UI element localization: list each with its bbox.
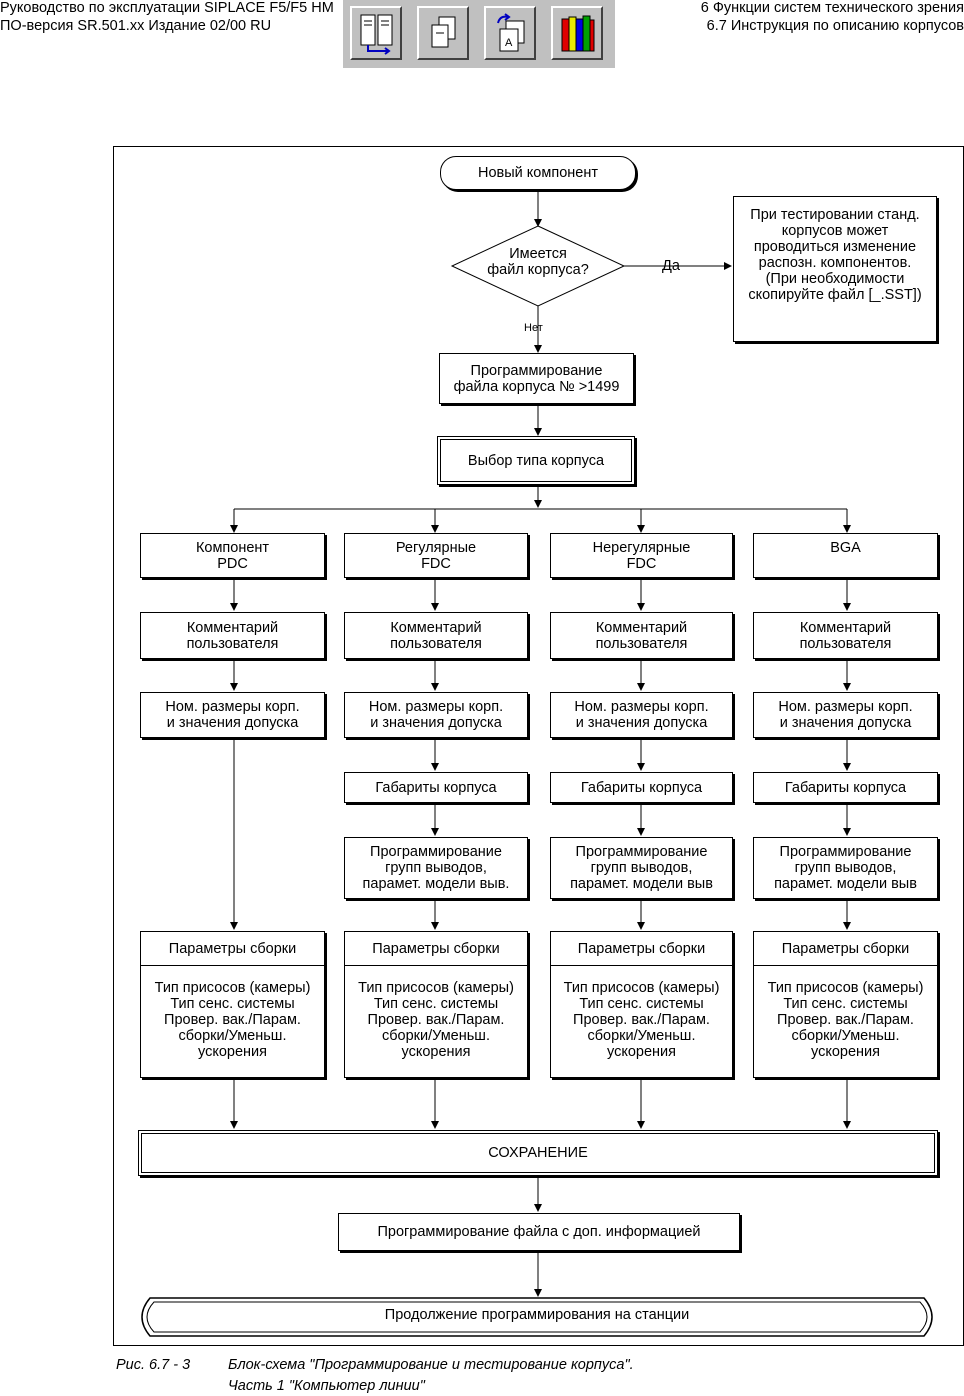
layout-icon <box>360 14 393 55</box>
params-title: Параметры сборки <box>754 932 937 966</box>
note-box: При тестировании станд. корпусов может п… <box>733 196 937 342</box>
program-file-box: Программирование файла корпуса № >1499 <box>439 353 634 404</box>
gabarit-box: Габариты корпуса <box>550 772 733 803</box>
figure-number: Рис. 6.7 - 3 <box>116 1357 191 1373</box>
svg-text:A: A <box>505 37 513 49</box>
params-title: Параметры сборки <box>551 932 732 966</box>
caption-line1: Блок-схема "Программирование и тестирова… <box>228 1357 634 1373</box>
header-left-line1: Руководство по эксплуатации SIPLACE F5/F… <box>0 0 334 16</box>
params-body: Тип присосов (камеры) Тип сенс. системы … <box>563 980 720 1060</box>
gabarit-box: Габариты корпуса <box>753 772 938 803</box>
copy-pages-button[interactable] <box>417 6 469 60</box>
save-box: СОХРАНЕНИЕ <box>138 1130 938 1176</box>
type-box-irregular-fdc: Нерегулярные FDC <box>550 533 733 578</box>
select-type-box: Выбор типа корпуса <box>437 436 635 485</box>
params-body: Тип присосов (камеры) Тип сенс. системы … <box>358 980 514 1060</box>
comment-box: Комментарий пользователя <box>140 612 325 659</box>
books-icon <box>561 15 595 52</box>
caption-line2: Часть 1 "Компьютер линии" <box>228 1378 425 1394</box>
books-button[interactable] <box>551 6 603 60</box>
type-box-bga: BGA <box>753 533 938 578</box>
comment-box: Комментарий пользователя <box>550 612 733 659</box>
decision-label: Имеется файл корпуса? <box>487 246 589 278</box>
params-box: Параметры сборки Тип присосов (камеры) Т… <box>344 931 528 1078</box>
layout-button[interactable] <box>350 6 402 60</box>
edit-page-icon: A <box>497 13 525 52</box>
comment-box: Комментарий пользователя <box>753 612 938 659</box>
extra-info-box: Программирование файла с доп. информацие… <box>338 1213 740 1251</box>
edit-page-button[interactable]: A <box>484 6 536 60</box>
header-right-line1: 6 Функции систем технического зрения <box>700 0 964 16</box>
dims-box: Ном. размеры корп. и значения допуска <box>550 692 733 738</box>
params-body: Тип присосов (камеры) Тип сенс. системы … <box>767 980 924 1060</box>
continue-shape <box>141 1297 933 1337</box>
yes-label: Да <box>662 258 680 274</box>
gabarit-box: Габариты корпуса <box>344 772 528 803</box>
start-node: Новый компонент <box>440 156 636 190</box>
params-title: Параметры сборки <box>345 932 527 966</box>
params-box: Параметры сборки Тип присосов (камеры) Т… <box>753 931 938 1078</box>
params-body: Тип присосов (камеры) Тип сенс. системы … <box>154 980 311 1060</box>
type-box-pdc: Компонент PDC <box>140 533 325 578</box>
groups-box: Программирование групп выводов, парамет.… <box>753 837 938 899</box>
header-left-line2: ПО-версия SR.501.xx Издание 02/00 RU <box>0 18 272 34</box>
params-box: Параметры сборки Тип присосов (камеры) Т… <box>140 931 325 1078</box>
decision-diamond <box>450 225 626 307</box>
copy-pages-icon <box>431 16 456 48</box>
params-box: Параметры сборки Тип присосов (камеры) Т… <box>550 931 733 1078</box>
toolbar: A <box>343 0 615 68</box>
continue-label: Продолжение программирования на станции <box>384 1307 690 1323</box>
dims-box: Ном. размеры корп. и значения допуска <box>344 692 528 738</box>
params-title: Параметры сборки <box>141 932 324 966</box>
comment-box: Комментарий пользователя <box>344 612 528 659</box>
dims-box: Ном. размеры корп. и значения допуска <box>753 692 938 738</box>
type-box-regular-fdc: Регулярные FDC <box>344 533 528 578</box>
groups-box: Программирование групп выводов, парамет.… <box>344 837 528 899</box>
header-right-line2: 6.7 Инструкция по описанию корпусов <box>706 18 964 34</box>
dims-box: Ном. размеры корп. и значения допуска <box>140 692 325 738</box>
groups-box: Программирование групп выводов, парамет.… <box>550 837 733 899</box>
no-label: Нет <box>524 322 543 334</box>
